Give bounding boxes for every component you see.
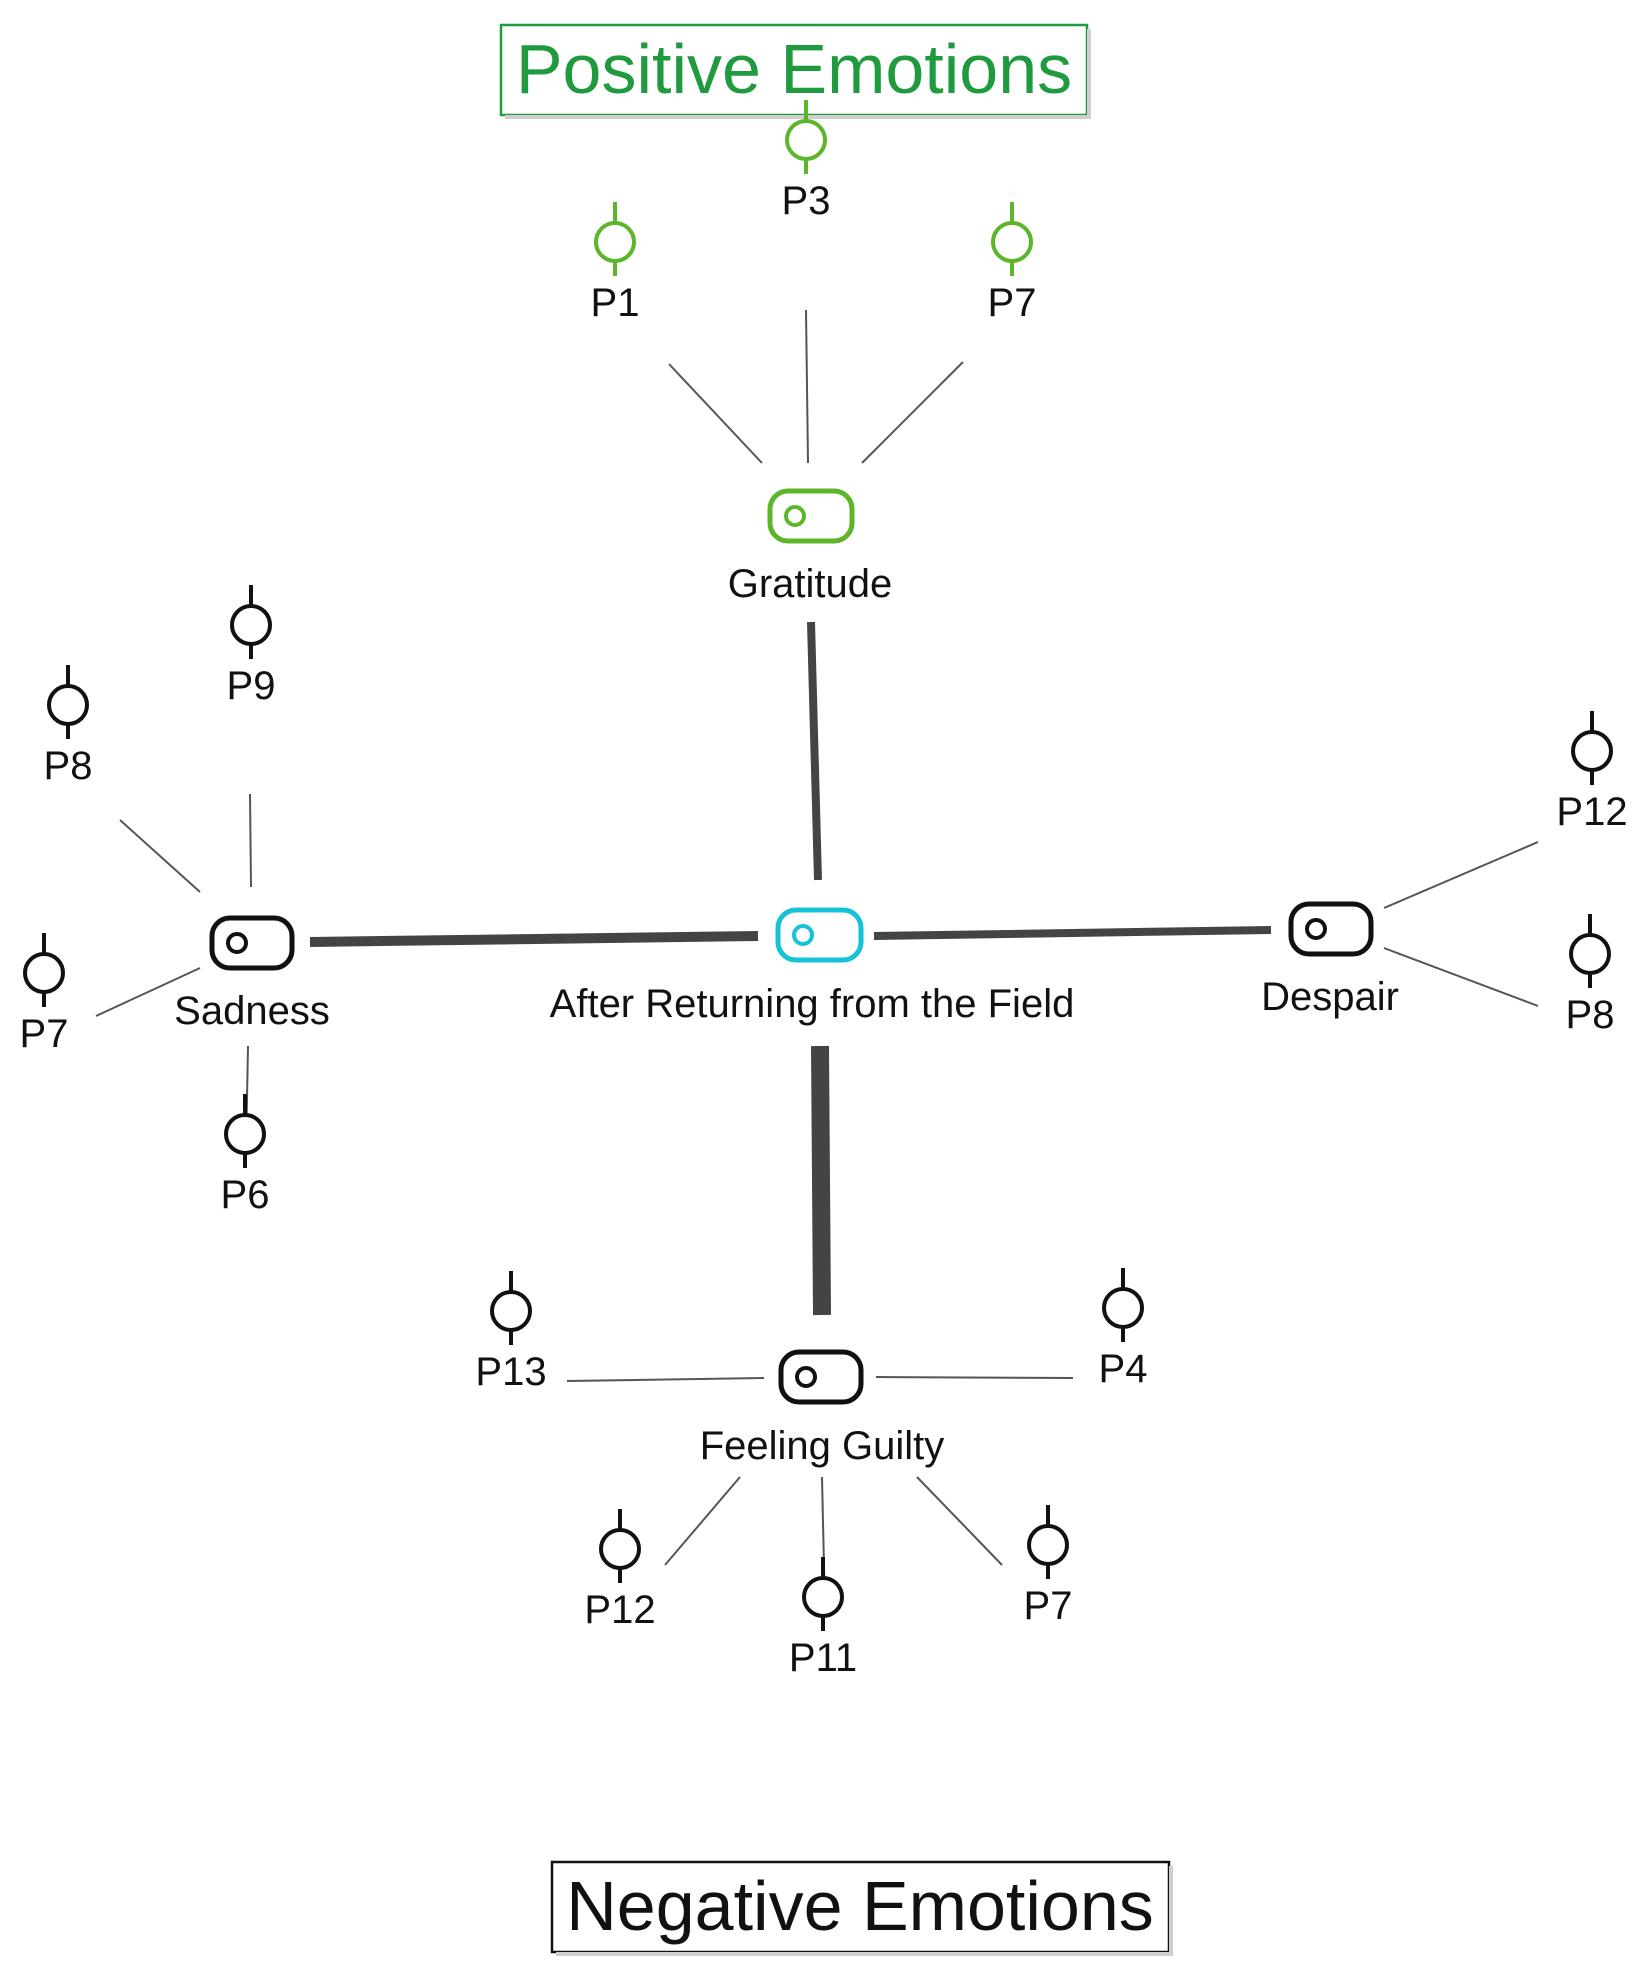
person-pin-icon [1102,1268,1144,1342]
participant-label: P6 [221,1173,270,1217]
person-pin-icon [230,585,272,659]
person-pin-icon [1027,1505,1069,1579]
positive-emotions-title: Positive Emotions [499,23,1091,119]
node-despair[interactable]: Despair [1261,901,1399,1019]
edge-guilty-p13 [566,1377,765,1382]
person-pin-icon [802,1557,844,1631]
participant-despair-p12[interactable]: P12 [1556,711,1628,834]
participant-label: P7 [20,1012,69,1056]
person-pin-icon [490,1271,532,1345]
participant-label: P11 [789,1636,857,1680]
node-guilty-label: Feeling Guilty [700,1424,945,1468]
person-pin-icon [1569,914,1611,988]
participant-guilty-p7[interactable]: P7 [1024,1505,1073,1628]
tag-icon [778,1349,864,1405]
edge-gratitude-p7 [861,361,964,464]
participant-edges [95,309,1539,1613]
participant-sadness-p9[interactable]: P9 [227,585,276,708]
negative-emotions-title-text: Negative Emotions [566,1867,1154,1945]
participant-gratitude-p1[interactable]: P1 [591,202,640,325]
edge-center-sadness [309,931,759,947]
participant-label: P9 [227,664,276,708]
person-pin-icon [1571,711,1613,785]
node-center[interactable]: After Returning from the Field [550,907,1075,1026]
participant-label: P1 [591,281,640,325]
person-pin-icon [47,665,89,739]
participant-sadness-p8[interactable]: P8 [44,665,93,788]
participant-guilty-p13[interactable]: P13 [475,1271,547,1394]
edge-center-despair [873,926,1272,940]
node-despair-label: Despair [1261,975,1399,1019]
person-pin-icon [224,1094,266,1168]
edge-center-gratitude [807,621,822,881]
edge-despair-p12 [1383,841,1539,909]
person-pin-icon [991,202,1033,276]
edge-guilty-p12 [664,1476,741,1566]
edge-sadness-p7 [95,967,201,1017]
participant-label: P4 [1099,1347,1148,1391]
main-edges [309,621,1272,1316]
participant-sadness-p6[interactable]: P6 [221,1094,270,1217]
participant-label: P12 [584,1588,655,1632]
edge-guilty-p7 [916,1476,1003,1566]
tag-icon [209,915,295,971]
person-pin-icon [594,202,636,276]
participant-label: P8 [44,744,93,788]
participant-label: P12 [1556,790,1627,834]
node-sadness[interactable]: Sadness [174,915,330,1033]
tag-icon [1288,901,1374,957]
edge-despair-p8 [1383,947,1539,1007]
edge-center-guilty [811,1045,831,1316]
edge-sadness-p8 [119,819,201,893]
participant-label: P13 [475,1350,546,1394]
participant-guilty-p11[interactable]: P11 [789,1557,857,1680]
participant-gratitude-p3[interactable]: P3 [782,100,831,223]
node-guilty[interactable]: Feeling Guilty [700,1349,945,1468]
node-sadness-label: Sadness [174,989,330,1033]
edge-gratitude-p1 [668,363,763,464]
participant-gratitude-p7[interactable]: P7 [988,202,1037,325]
participant-label: P3 [782,179,831,223]
node-gratitude-label: Gratitude [728,562,893,606]
participant-guilty-p12[interactable]: P12 [584,1509,656,1632]
person-pin-icon [23,933,65,1007]
edge-gratitude-p3 [805,309,809,464]
participant-sadness-p7[interactable]: P7 [20,933,69,1056]
node-center-label: After Returning from the Field [550,982,1075,1026]
node-gratitude[interactable]: Gratitude [728,488,893,606]
participant-guilty-p4[interactable]: P4 [1099,1268,1148,1391]
participant-despair-p8[interactable]: P8 [1566,914,1615,1037]
tag-icon [775,907,864,963]
person-pin-icon [785,100,827,174]
tag-icon [767,488,855,544]
edge-guilty-p4 [875,1376,1074,1379]
participant-label: P7 [988,281,1037,325]
person-pin-icon [599,1509,641,1583]
participant-label: P8 [1566,993,1615,1037]
participant-label: P7 [1024,1584,1073,1628]
positive-emotions-title-text: Positive Emotions [516,30,1072,108]
negative-emotions-title: Negative Emotions [550,1860,1173,1956]
edge-sadness-p9 [249,793,252,888]
